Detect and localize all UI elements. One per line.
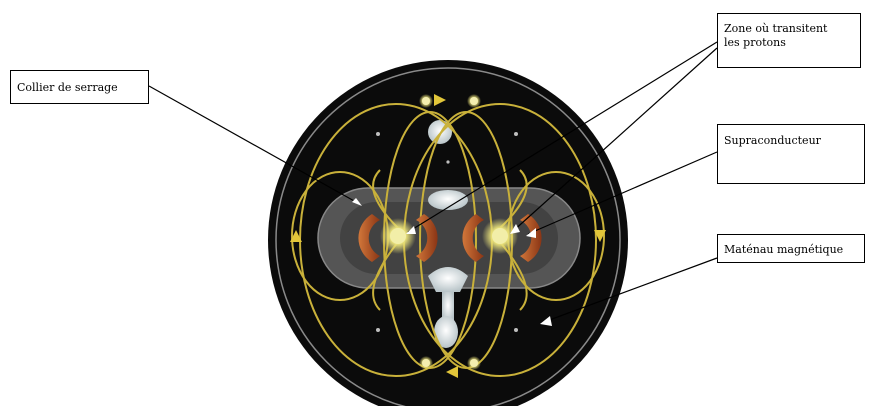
collar-inner: [340, 202, 558, 274]
label-proton-zone: Zone où transitent les protons: [717, 13, 861, 68]
label-superconductor: Supraconducteur: [717, 124, 865, 184]
label-clamp-collar: Collier de serrage: [10, 70, 149, 104]
label-magnetic-material: Maténau magnétique: [717, 234, 865, 263]
